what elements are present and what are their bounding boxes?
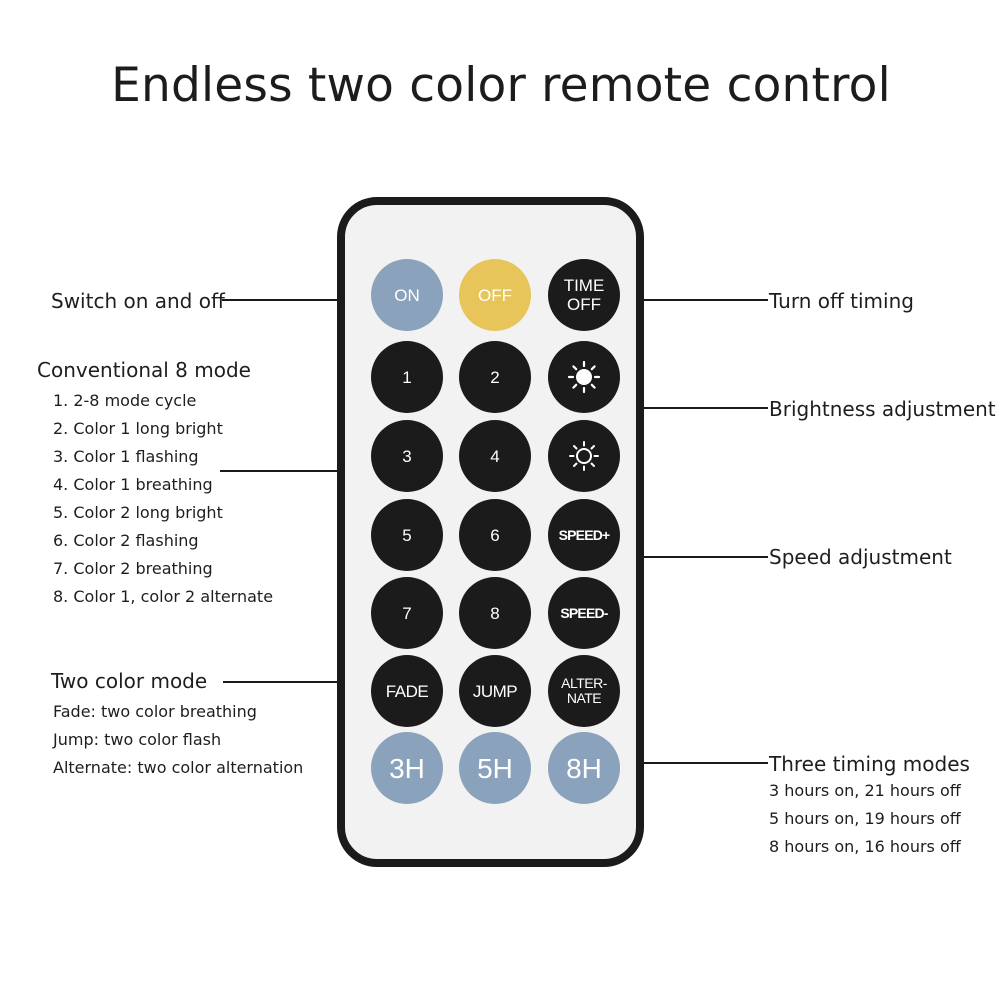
timer-3h-button[interactable]: 3H	[371, 732, 443, 804]
time-off-label: TIME OFF	[563, 276, 605, 314]
conventional-item: 6. Color 2 flashing	[53, 531, 199, 550]
alternate-button[interactable]: ALTER-NATE	[548, 655, 620, 727]
conventional-list: 1. 2-8 mode cycle 2. Color 1 long bright…	[53, 387, 273, 611]
conventional-leader-line	[220, 470, 338, 472]
sun-filled-icon	[567, 360, 601, 394]
speed-label: Speed adjustment	[769, 545, 952, 569]
two-color-list: Fade: two color breathing Jump: two colo…	[53, 698, 303, 782]
conventional-item: 8. Color 1, color 2 alternate	[53, 587, 274, 606]
sun-outline-icon	[567, 439, 601, 473]
two-color-item: Jump: two color flash	[53, 730, 222, 749]
two-color-leader-line	[223, 681, 338, 683]
on-button[interactable]: ON	[371, 259, 443, 331]
timing-list: 3 hours on, 21 hours off 5 hours on, 19 …	[769, 777, 961, 861]
conventional-heading: Conventional 8 mode	[37, 358, 251, 382]
mode-4-button[interactable]: 4	[459, 420, 531, 492]
brightness-label: Brightness adjustment	[769, 397, 996, 421]
conventional-item: 3. Color 1 flashing	[53, 447, 199, 466]
off-button[interactable]: OFF	[459, 259, 531, 331]
conventional-item: 7. Color 2 breathing	[53, 559, 213, 578]
timing-leader-line	[644, 762, 768, 764]
remote-control-body: ON OFF TIME OFF 1 2 3 4	[337, 197, 644, 867]
two-color-heading: Two color mode	[51, 669, 208, 693]
speed-down-button[interactable]: SPEED-	[548, 577, 620, 649]
timer-5h-button[interactable]: 5H	[459, 732, 531, 804]
timing-item: 3 hours on, 21 hours off	[769, 781, 961, 800]
mode-8-button[interactable]: 8	[459, 577, 531, 649]
turn-off-leader-line	[644, 299, 768, 301]
speed-up-button[interactable]: SPEED+	[548, 499, 620, 571]
conventional-item: 2. Color 1 long bright	[53, 419, 223, 438]
jump-button[interactable]: JUMP	[459, 655, 531, 727]
time-off-button[interactable]: TIME OFF	[548, 259, 620, 331]
alternate-label: ALTER-NATE	[561, 675, 607, 706]
two-color-item: Alternate: two color alternation	[53, 758, 304, 777]
switch-leader-line	[222, 299, 338, 301]
mode-2-button[interactable]: 2	[459, 341, 531, 413]
brightness-leader-line	[644, 407, 768, 409]
mode-1-button[interactable]: 1	[371, 341, 443, 413]
timer-8h-button[interactable]: 8H	[548, 732, 620, 804]
timing-heading: Three timing modes	[769, 752, 970, 776]
brightness-down-button[interactable]	[548, 420, 620, 492]
timing-item: 5 hours on, 19 hours off	[769, 809, 961, 828]
fade-button[interactable]: FADE	[371, 655, 443, 727]
mode-5-button[interactable]: 5	[371, 499, 443, 571]
brightness-up-button[interactable]	[548, 341, 620, 413]
conventional-item: 5. Color 2 long bright	[53, 503, 223, 522]
timing-item: 8 hours on, 16 hours off	[769, 837, 961, 856]
switch-label: Switch on and off	[51, 289, 225, 313]
conventional-item: 1. 2-8 mode cycle	[53, 391, 197, 410]
mode-6-button[interactable]: 6	[459, 499, 531, 571]
conventional-item: 4. Color 1 breathing	[53, 475, 213, 494]
two-color-item: Fade: two color breathing	[53, 702, 257, 721]
mode-7-button[interactable]: 7	[371, 577, 443, 649]
turn-off-label: Turn off timing	[769, 289, 914, 313]
mode-3-button[interactable]: 3	[371, 420, 443, 492]
page-title: Endless two color remote control	[111, 58, 891, 113]
speed-leader-line	[644, 556, 768, 558]
